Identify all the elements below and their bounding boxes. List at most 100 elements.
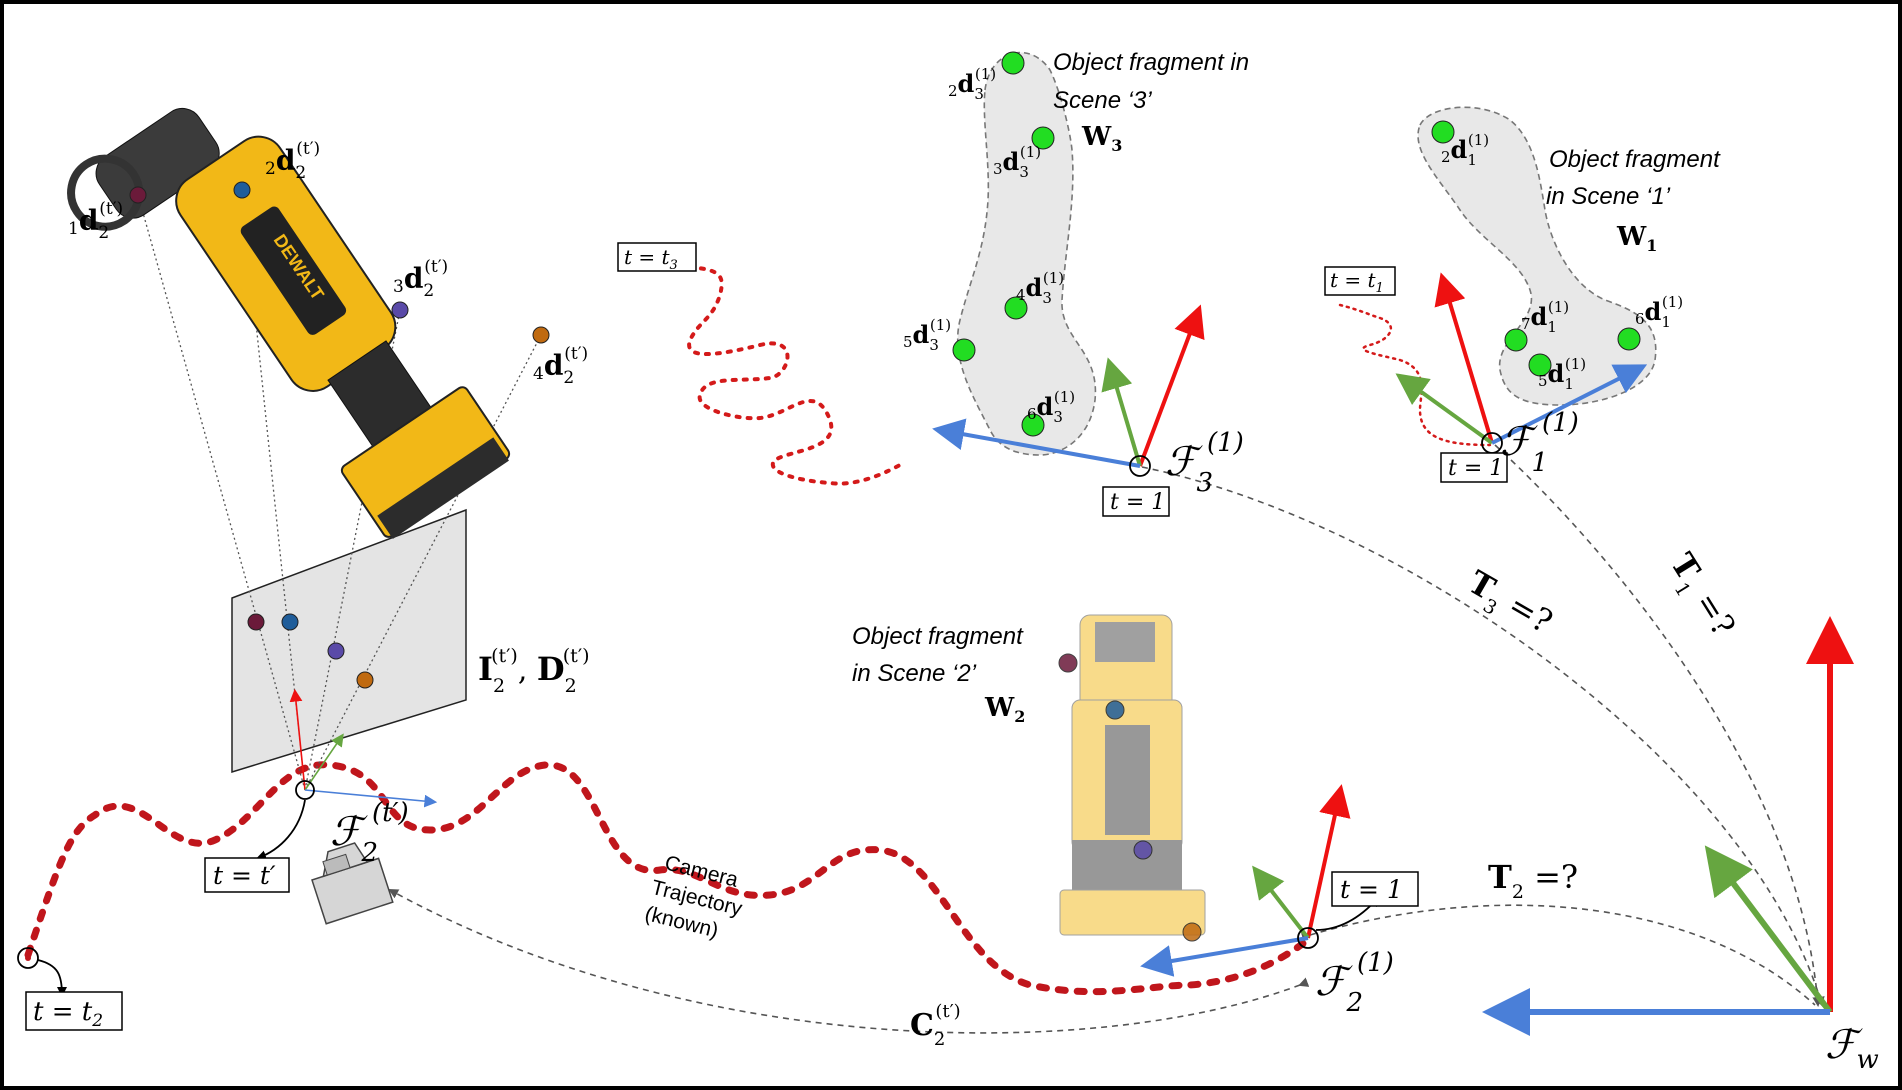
scene1-W: W (1616, 222, 1647, 252)
svg-text:t = t1: t = t1 (1330, 268, 1384, 296)
time-box-scene3-t1-text: t = 1 (1110, 490, 1165, 515)
transform-T2-eq: =? (1524, 858, 1578, 896)
image-plane (231, 508, 467, 774)
image-label: I2(t′), D2(t′) (478, 645, 590, 697)
scene3-W-sub: 3 (1111, 136, 1122, 155)
transform-T2-label: T2 =? (1488, 858, 1578, 903)
frame-F2 (1140, 784, 1380, 977)
scene1-point-label-2: 7d1(1) (1521, 298, 1569, 336)
tool-point-label-1: 1d2(t′) (68, 199, 123, 243)
trajectory-scene1 (1338, 303, 1492, 447)
scene1-W-sub: 1 (1646, 236, 1657, 255)
scene2-label-line1: Object fragment (852, 623, 1024, 650)
scene3-point-label-4: 5d3(1) (903, 316, 951, 354)
keypoint-labels: 1d2(t′)2d2(t′)3d2(t′)4d2(t′)2d3(1)3d3(1)… (68, 65, 1683, 426)
transform-C2-label: C2(t′) (910, 1001, 961, 1050)
time-box-t-prime: t = t′ (204, 857, 290, 893)
image-label-D-sub: 2 (565, 675, 577, 697)
transform-T1-label: T1 =? (1657, 546, 1743, 646)
faded-keypoint-1 (1058, 653, 1078, 673)
camera-frame-t-prime (256, 688, 438, 860)
scene3-keypoint-6 (1021, 413, 1045, 437)
trajectory-start-marker (17, 947, 39, 969)
frame-F1 (1395, 272, 1648, 454)
scene1-W-label: W1 (1616, 222, 1657, 255)
image-label-D-sup: (t′) (563, 645, 590, 667)
scene1-keypoint-7 (1504, 328, 1528, 352)
svg-text:T1 =?: T1 =? (1657, 546, 1743, 646)
svg-text:t = t3: t = t3 (624, 245, 678, 273)
scene3-label-line1: Object fragment in (1053, 49, 1249, 76)
frame-F1-label: ℱ1(1) (1500, 408, 1579, 478)
time-box-t3: t = t3 (617, 242, 697, 273)
frame-F3-sub: 3 (1196, 468, 1213, 498)
svg-text:T3 =?: T3 =? (1459, 563, 1559, 647)
frame-Fw-sub: w (1856, 1045, 1878, 1075)
time-box-t1-text: t = t (1330, 268, 1377, 292)
scene1-point-label-3: 5d1(1) (1538, 355, 1586, 393)
scene1-point-label-4: 6d1(1) (1635, 293, 1683, 331)
tool-keypoint-4 (532, 326, 550, 344)
t2-pointer (37, 959, 67, 997)
power-tool-image: DEWALT (67, 107, 511, 539)
tool-point-label-3: 3d2(t′) (393, 257, 448, 301)
time-box-t2-sub: 2 (91, 1011, 103, 1031)
scene3-keypoint-2 (1001, 51, 1025, 75)
faded-keypoint-4 (1182, 922, 1202, 942)
scene3-label-line2: Scene ‘3’ (1053, 87, 1152, 114)
transform-T3-eq: =? (1493, 581, 1559, 641)
frame-Ft-sup: (t′) (372, 798, 409, 828)
time-box-scene1-t1-text: t = 1 (1448, 456, 1503, 481)
camera-trajectory-label: Camera Trajectory (known) (643, 851, 745, 942)
scene3-W-label: W3 (1081, 122, 1122, 155)
scene2-W: W (984, 693, 1015, 723)
transform-T2-T: T (1488, 858, 1512, 896)
projected-point-3 (327, 642, 345, 660)
transform-C2-C: C (910, 1008, 934, 1043)
time-box-t-prime-text: t = t′ (213, 861, 276, 890)
scene1-keypoint-6 (1617, 327, 1641, 351)
transform-T2-sub: 2 (1512, 881, 1524, 903)
frame-Ft-sub: 2 (360, 838, 378, 868)
scene1-label-line1: Object fragment (1549, 146, 1721, 173)
svg-text:t = t2: t = t2 (33, 997, 103, 1031)
time-box-t3-text: t = t (624, 245, 671, 269)
frame-F2-sub: 2 (1345, 988, 1363, 1018)
time-box-t1: t = t1 (1324, 266, 1396, 296)
time-box-t3-sub: 3 (670, 258, 678, 273)
time-box-scene2-t1: t = 1 (1331, 871, 1419, 907)
tool-keypoint-3 (391, 301, 409, 319)
tool-keypoint-2 (233, 181, 251, 199)
camera-icon (311, 842, 394, 925)
tool-point-label-4: 4d2(t′) (533, 344, 588, 388)
image-label-comma: , (518, 653, 537, 688)
fragment-scene3 (956, 51, 1097, 456)
image-label-I-sub: 2 (493, 675, 505, 697)
scene3-keypoint-5 (952, 338, 976, 362)
scene3-point-label-1: 2d3(1) (948, 65, 996, 103)
scene1-keypoint-2 (1431, 120, 1455, 144)
faded-keypoint-2 (1105, 700, 1125, 720)
world-frame (1482, 616, 1854, 1036)
scene3-point-label-2: 3d3(1) (993, 143, 1041, 181)
frame-F2-sup: (1) (1357, 948, 1394, 978)
scene1-label-line2: in Scene ‘1’ (1546, 183, 1671, 210)
scene1-point-label-1: 2d1(1) (1441, 131, 1489, 169)
image-label-I: I (478, 650, 493, 688)
projected-point-1 (247, 613, 265, 631)
time-box-t2: t = t2 (25, 991, 123, 1031)
scene2-W-sub: 2 (1014, 707, 1025, 726)
transform-C2-sub: 2 (934, 1029, 945, 1050)
fragment-scene1 (1417, 106, 1657, 406)
image-label-D: D (537, 650, 565, 688)
scene2-label-line2: in Scene ‘2’ (852, 660, 977, 687)
faded-power-tool (1059, 614, 1206, 936)
frame-F3 (932, 304, 1205, 477)
scene2-W-label: W2 (984, 693, 1025, 726)
scene3-keypoint-4 (1004, 296, 1028, 320)
time-box-t1-sub: 1 (1376, 281, 1384, 296)
faded-keypoint-3 (1133, 840, 1153, 860)
frame-F3-sup: (1) (1207, 428, 1244, 458)
scene3-point-label-5: 6d3(1) (1027, 388, 1075, 426)
